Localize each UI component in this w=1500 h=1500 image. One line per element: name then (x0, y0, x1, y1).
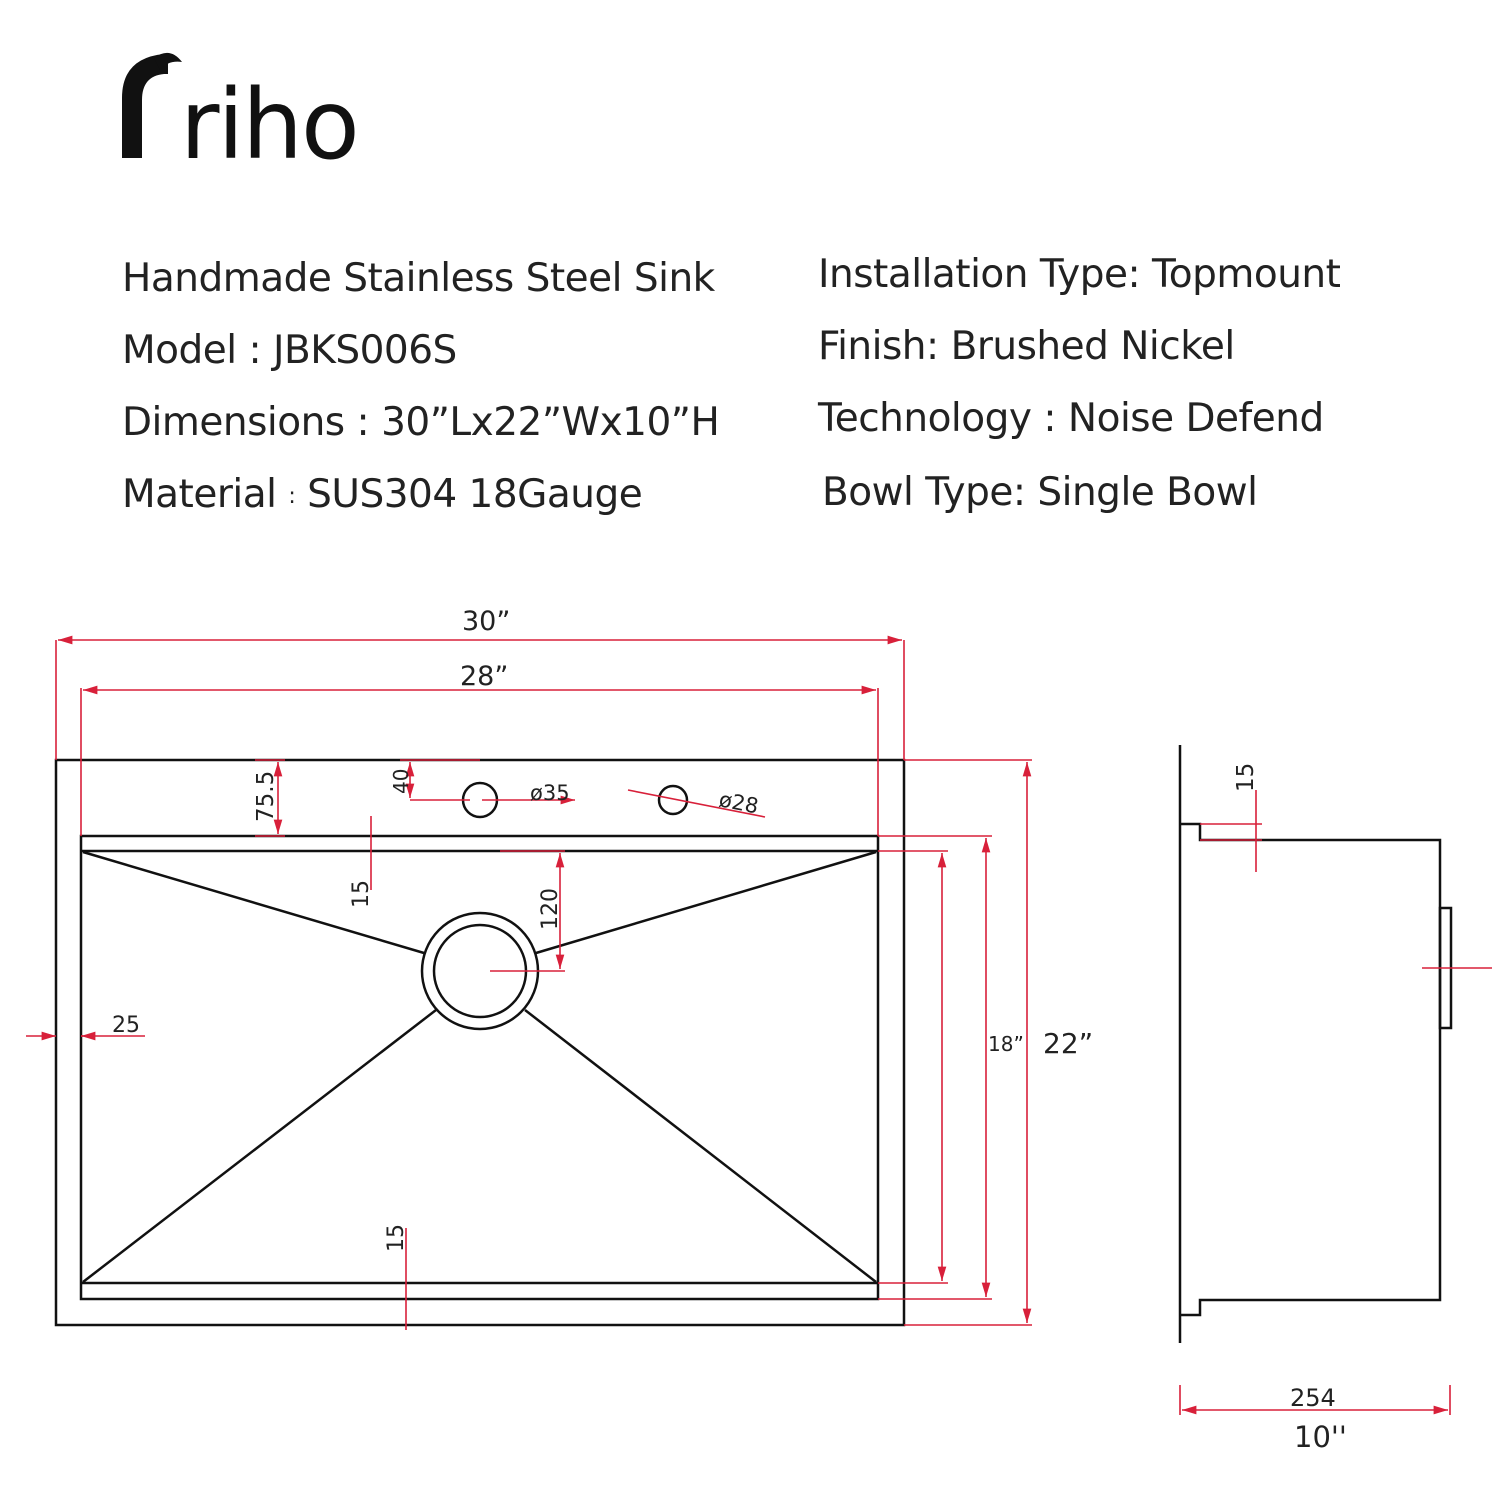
spec-material-label: Material (122, 472, 289, 517)
label-depth-in: 10'' (1294, 1420, 1347, 1454)
spec-material: Material : SUS304 18Gauge (122, 472, 643, 517)
spec-technology: Technology : Noise Defend (818, 396, 1324, 441)
label-deck-depth: 75.5 (253, 771, 279, 822)
slope-line-br (524, 1009, 877, 1283)
spec-title-text: Handmade Stainless Steel Sink (122, 256, 715, 301)
logo-wordmark: riho (180, 69, 358, 180)
spec-installation: Installation Type: Topmount (818, 252, 1341, 297)
label-faucet-offset: 40 (389, 769, 413, 794)
spec-technology-label: Technology : (818, 396, 1068, 441)
label-overall-width: 22” (1043, 1027, 1093, 1060)
spec-finish-value: Brushed Nickel (950, 324, 1236, 369)
side-view-dimension-labels: 15 254 10'' (1233, 763, 1347, 1454)
top-view (54, 758, 906, 1327)
spec-title: Handmade Stainless Steel Sink (122, 256, 715, 301)
label-side-flange: 15 (1233, 763, 1259, 792)
spec-dimensions-label: Dimensions : (122, 400, 382, 445)
spec-bowl-type: Bowl Type: Single Bowl (822, 470, 1258, 515)
spec-technology-value: Noise Defend (1067, 396, 1324, 441)
label-bowl-width: 18” (988, 1032, 1024, 1056)
spec-model-value: JBKS006S (273, 328, 457, 373)
side-view-profile (1180, 822, 1442, 1317)
label-bowl-length: 28” (460, 661, 508, 692)
bowl-outline (79, 834, 880, 1301)
label-top-ledge: 15 (349, 880, 374, 908)
accessory-hole (657, 784, 689, 816)
brand-logo: riho (122, 52, 360, 180)
spec-bowl-type-label: Bowl Type: (822, 470, 1038, 515)
label-depth-mm: 254 (1290, 1384, 1336, 1412)
label-overall-length: 30” (462, 606, 510, 637)
side-view (1178, 745, 1453, 1343)
leader-28 (627, 789, 766, 818)
spec-installation-label: Installation Type: (818, 252, 1153, 297)
spec-bowl-type-value: Single Bowl (1037, 470, 1258, 515)
top-view-dimension-labels: 30” 28” 75.5 40 ø35 ø28 15 120 25 15 18”… (112, 606, 1093, 1252)
slope-line-tr (535, 850, 877, 955)
spec-dimensions-value: 30”Lx22”Wx10”H (381, 400, 720, 445)
spec-dimensions: Dimensions : 30”Lx22”Wx10”H (122, 400, 720, 445)
spec-installation-value: Topmount (1152, 252, 1341, 297)
side-view-dimension-lines (1179, 790, 1492, 1415)
spec-finish: Finish: Brushed Nickel (818, 324, 1235, 369)
label-accessory-hole: ø28 (717, 787, 760, 818)
spec-material-sep: : (288, 484, 296, 509)
slope-line-tl (82, 850, 425, 955)
label-bottom-ledge: 15 (384, 1224, 409, 1252)
spec-model-label: Model : (122, 328, 274, 373)
sink-outer-rim (54, 758, 906, 1327)
spec-material-value: SUS304 18Gauge (295, 472, 643, 517)
spec-model: Model : JBKS006S (122, 328, 457, 373)
label-side-margin: 25 (112, 1013, 140, 1038)
spec-finish-label: Finish: (818, 324, 951, 369)
logo-f-mark (122, 52, 182, 158)
label-drain-offset: 120 (538, 888, 563, 930)
top-view-dimension-lines (26, 635, 1032, 1330)
slope-line-bl (82, 1009, 437, 1283)
label-faucet-hole: ø35 (530, 781, 570, 805)
